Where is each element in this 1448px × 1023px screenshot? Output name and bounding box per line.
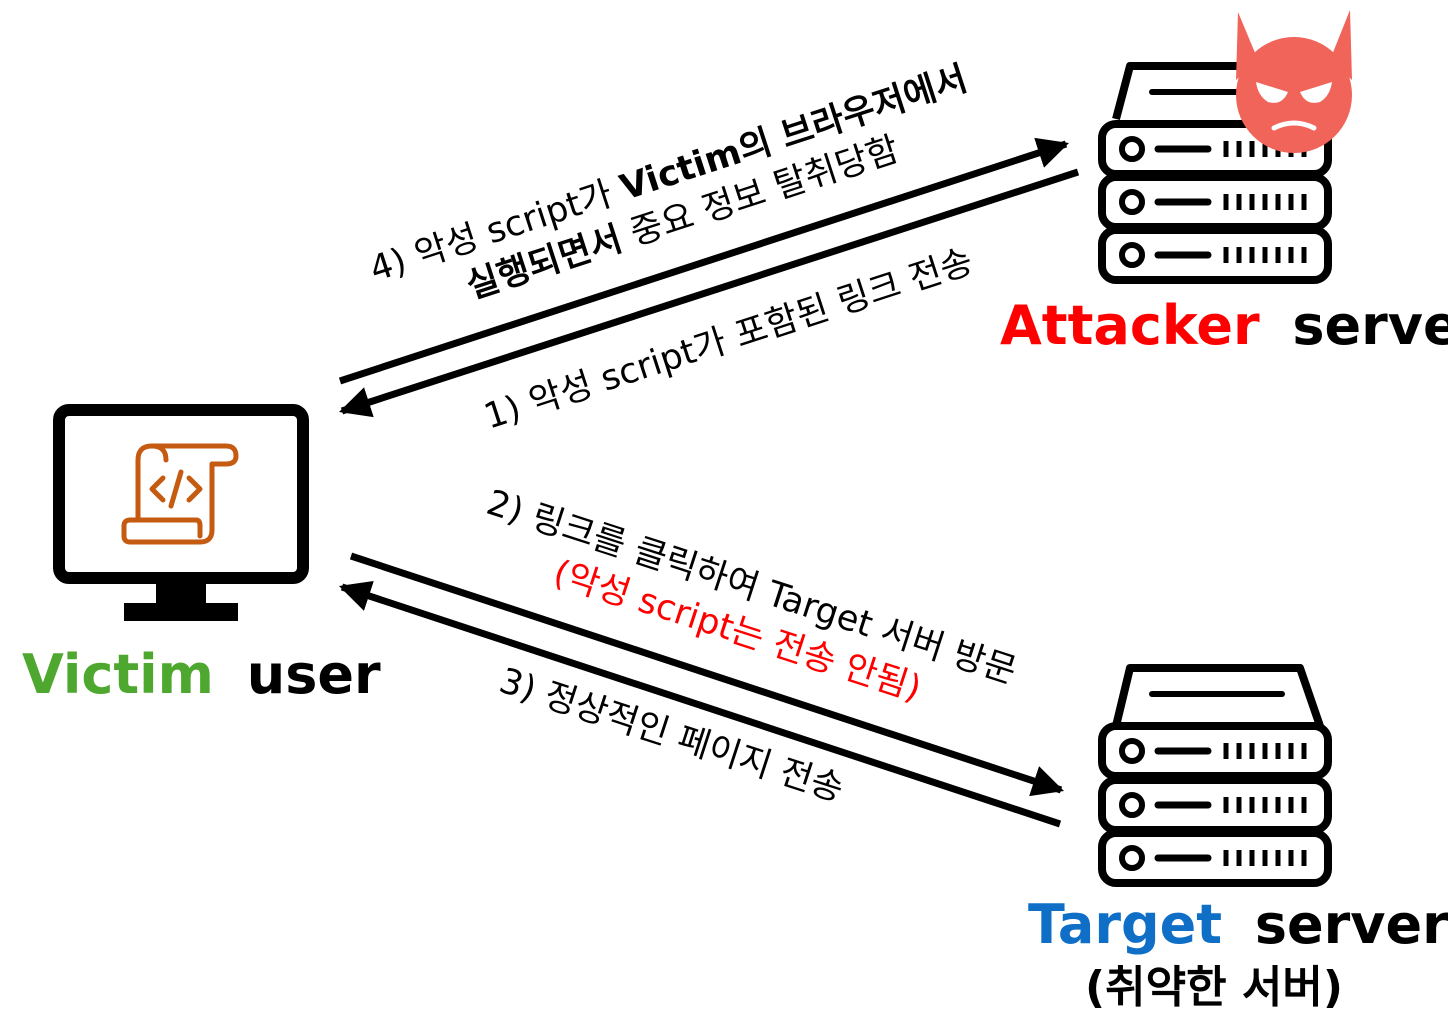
target-subtitle: (취약한 서버) (1085, 962, 1343, 1013)
attacker-label: Attacker server (1000, 294, 1448, 357)
arrow-step1-to-victim (339, 168, 1080, 418)
target-label: Target server (1028, 893, 1448, 956)
script-document-icon (121, 443, 239, 545)
target-name: Target (1028, 893, 1222, 956)
devil-face-icon (1236, 10, 1352, 153)
arrow-step4-to-attacker (338, 137, 1069, 385)
computer-monitor-icon (53, 404, 309, 621)
arrow-step3-to-victim (339, 580, 1062, 828)
target-role: server (1255, 893, 1448, 956)
attacker-name: Attacker (1000, 294, 1260, 357)
target-server-icon (1102, 664, 1328, 883)
victim-role: user (247, 643, 381, 706)
victim-label: Victim user (22, 643, 381, 706)
victim-name: Victim (22, 643, 214, 706)
arrow-step2-to-target (349, 552, 1064, 797)
attacker-role: server (1292, 294, 1448, 357)
